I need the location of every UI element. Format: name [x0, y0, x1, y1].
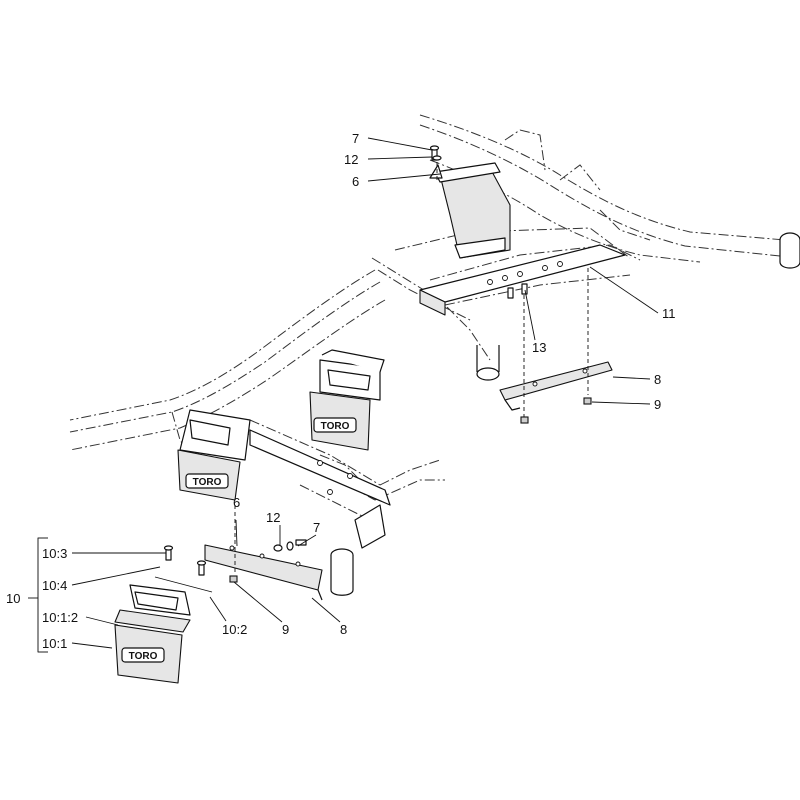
kit-hardware [154, 545, 213, 593]
callout-upper-8: 8 [654, 372, 661, 387]
upper-hardware [429, 145, 592, 424]
weight-logo-left: TORO [193, 477, 222, 488]
callout-labels: 7 12 6 11 13 8 9 6 12 7 9 8 10 10:3 10:4… [6, 131, 676, 651]
callout-lower-6: 6 [233, 495, 240, 510]
lower-frame-tube [330, 504, 386, 596]
callout-kit-10: 10 [6, 591, 20, 606]
kit-bracket [28, 537, 48, 653]
callout-upper-13: 13 [532, 340, 546, 355]
leader-lines [71, 137, 659, 649]
lower-crossmember [249, 429, 391, 506]
callout-upper-6: 6 [352, 174, 359, 189]
upper-frame-tube [476, 232, 800, 381]
callout-lower-7: 7 [313, 520, 320, 535]
callout-upper-12: 12 [344, 152, 358, 167]
kit-weight: TORO [114, 584, 191, 684]
upper-weight-bar [499, 361, 613, 411]
callout-kit-10-4: 10:4 [42, 578, 67, 593]
callout-kit-10-2: 10:2 [222, 622, 247, 637]
lower-left-weight: TORO [177, 409, 251, 501]
upper-crossmember [419, 244, 626, 316]
callout-lower-12: 12 [266, 510, 280, 525]
callout-kit-10-1-2: 10:1:2 [42, 610, 78, 625]
lower-hardware [229, 505, 307, 583]
lower-frame-outline [69, 269, 445, 521]
callout-lower-8: 8 [340, 622, 347, 637]
callout-upper-7: 7 [352, 131, 359, 146]
weight-logo-kit: TORO [129, 651, 158, 662]
lower-weight-bar [204, 544, 323, 601]
weight-logo-center: TORO [321, 421, 350, 432]
callout-lower-9: 9 [282, 622, 289, 637]
callout-upper-9: 9 [654, 397, 661, 412]
callout-kit-10-3: 10:3 [42, 546, 67, 561]
callout-upper-11: 11 [662, 306, 676, 321]
upper-weight [429, 162, 511, 259]
callout-kit-10-1: 10:1 [42, 636, 67, 651]
lower-center-weight: TORO [309, 349, 385, 451]
